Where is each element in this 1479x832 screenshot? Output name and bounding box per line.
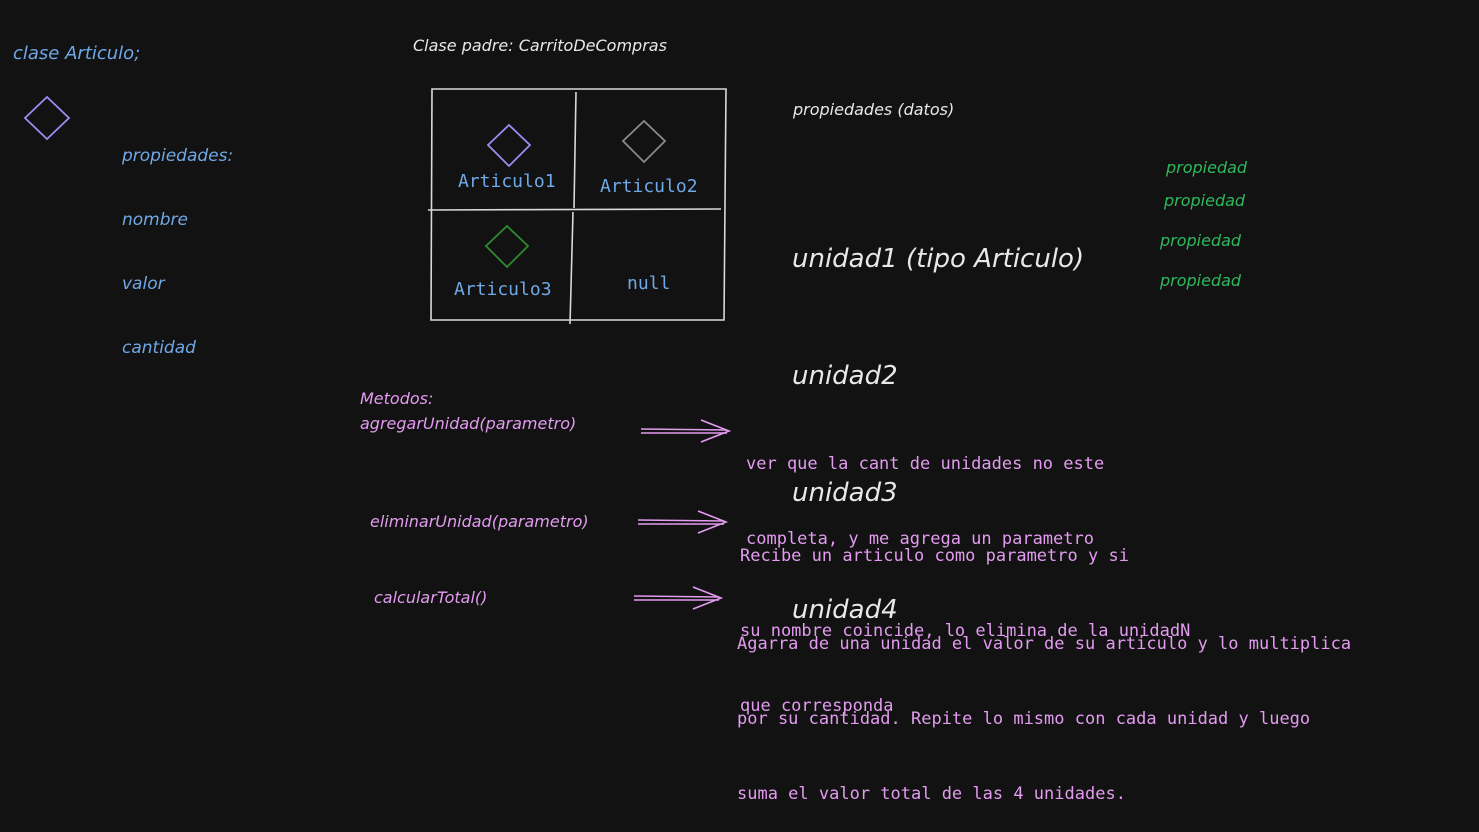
method-eliminar-name: eliminarUnidad(parametro) <box>370 512 589 531</box>
property-unidad4: unidad4 <box>792 595 898 625</box>
property-unidad2: unidad2 <box>792 361 898 391</box>
property-unidad1: unidad1 (tipo Articulo) <box>792 244 1085 274</box>
property-unidad3: unidad3 <box>792 478 898 508</box>
methods-header: Metodos: <box>360 389 434 408</box>
parent-class-title: Clase padre: CarritoDeCompras <box>413 36 667 55</box>
articulo-class-title: clase Articulo; <box>13 43 141 64</box>
method-agregar-desc-line-2: completa, y me agrega un parametro <box>746 529 1094 549</box>
diagram-canvas <box>23 88 732 610</box>
cell-articulo2-label: Articulo2 <box>600 176 698 197</box>
cell-articulo3-label: Articulo3 <box>454 279 552 300</box>
property-tag-4: propiedad <box>1160 271 1242 290</box>
articulo1-diamond-icon <box>486 123 532 168</box>
articulo-prop-nombre: nombre <box>122 210 188 230</box>
articulo-props-header: propiedades: <box>122 146 234 166</box>
carrito-grid <box>427 88 727 325</box>
cell-null-label: null <box>627 273 671 294</box>
method-calcular-desc-line-1: Agarra de una unidad el valor de su arti… <box>737 634 1352 654</box>
cell-articulo1-label: Articulo1 <box>458 171 556 192</box>
method-agregar-desc-line-1: ver que la cant de unidades no este <box>746 454 1105 474</box>
method-calcular-desc-line-2: por su cantidad. Repite lo mismo con cad… <box>737 709 1311 729</box>
articulo-diamond-icon <box>23 95 71 141</box>
arrow-eliminar <box>637 510 729 534</box>
method-eliminar-desc-line-2: su nombre coincide, lo elimina de la uni… <box>740 621 1191 641</box>
property-tag-3: propiedad <box>1160 231 1242 250</box>
articulo-prop-cantidad: cantidad <box>122 338 196 358</box>
method-eliminar-desc-line-1: Recibe un articulo como parametro y si <box>740 546 1129 566</box>
method-agregar-desc: ver que la cant de unidades no este comp… <box>746 402 1104 577</box>
arrow-agregar <box>640 419 732 443</box>
articulo-prop-valor: valor <box>122 274 165 294</box>
property-tag-1: propiedad <box>1166 158 1248 177</box>
method-arrows <box>633 419 732 610</box>
articulo3-diamond-icon <box>484 224 530 269</box>
properties-header: propiedades (datos) <box>793 100 955 119</box>
articulo2-diamond-icon <box>621 119 667 164</box>
method-agregar-name: agregarUnidad(parametro) <box>360 414 577 433</box>
articulo-props-list: propiedades: nombre valor cantidad <box>122 104 233 380</box>
properties-units-list: unidad1 (tipo Articulo) unidad2 unidad3 … <box>792 162 1084 669</box>
method-calcular-desc-line-3: suma el valor total de las 4 unidades. <box>737 784 1126 804</box>
method-calcular-name: calcularTotal() <box>374 588 488 607</box>
property-tag-2: propiedad <box>1164 191 1246 210</box>
arrow-calcular <box>633 586 724 610</box>
method-calcular-desc: Agarra de una unidad el valor de su arti… <box>737 582 1351 832</box>
